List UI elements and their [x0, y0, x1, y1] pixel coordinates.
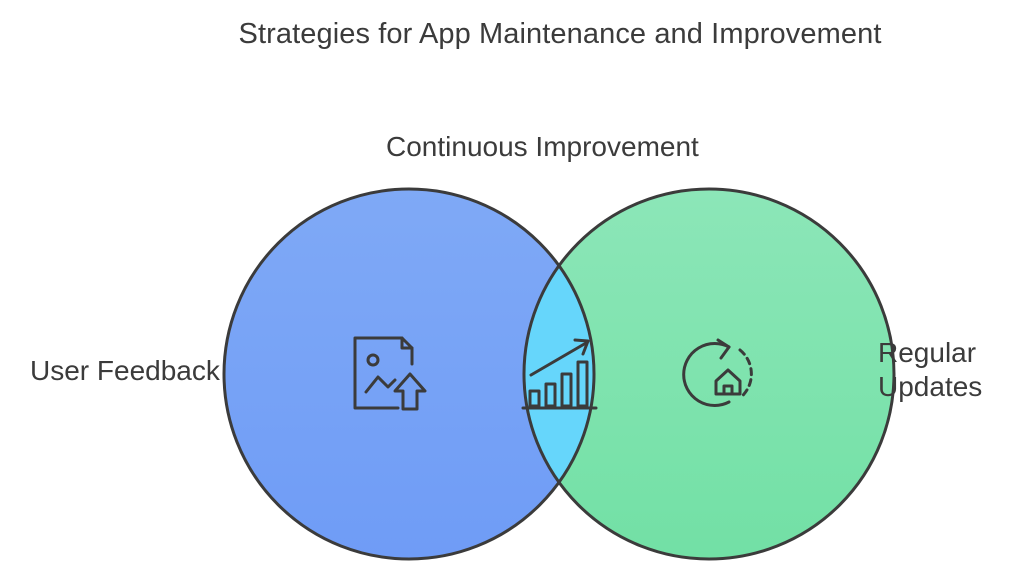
regular-updates-label-line2: Updates — [878, 371, 983, 403]
diagram-title: Strategies for App Maintenance and Impro… — [238, 18, 882, 50]
regular-updates-outline — [522, 187, 896, 561]
user-feedback-outline — [222, 187, 596, 561]
growth-chart-icon — [521, 338, 598, 410]
continuous-improvement-label: Continuous Improvement — [386, 131, 699, 162]
regular-updates-label: Regular Updates — [878, 336, 1018, 404]
user-feedback-label: User Feedback — [30, 355, 220, 386]
home-update-icon — [682, 338, 753, 407]
regular-updates-circle — [524, 189, 894, 559]
image-upload-icon — [353, 336, 427, 411]
regular-updates-label-line1: Regular — [878, 337, 977, 368]
